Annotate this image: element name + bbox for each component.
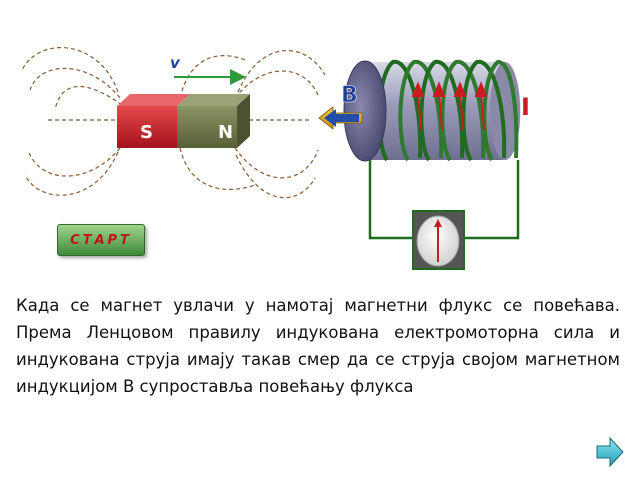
pole-n-label: N: [218, 122, 233, 143]
description-text: Када се магнет увлачи у намотај магнетни…: [16, 296, 620, 396]
field-b-arrow: [318, 106, 363, 130]
coil: [343, 59, 521, 162]
magnet-south-pole: [117, 106, 177, 148]
induction-diagram: v S N: [21, 47, 530, 270]
magnet-north-pole: [177, 106, 237, 148]
start-button[interactable]: СТАРТ: [57, 224, 145, 256]
field-lines: [21, 47, 326, 199]
coil-end-face: [343, 60, 387, 162]
current-i-label: I: [521, 93, 530, 121]
field-b-label: B: [341, 83, 358, 108]
next-arrow-icon: [596, 436, 624, 468]
galvanometer: [412, 210, 465, 270]
bar-magnet: S N: [117, 94, 250, 148]
next-button[interactable]: [596, 436, 624, 468]
circuit-wire: [368, 160, 520, 240]
pole-s-label: S: [140, 122, 153, 143]
velocity-label: v: [170, 54, 181, 72]
current-direction-arrows: [411, 81, 488, 131]
